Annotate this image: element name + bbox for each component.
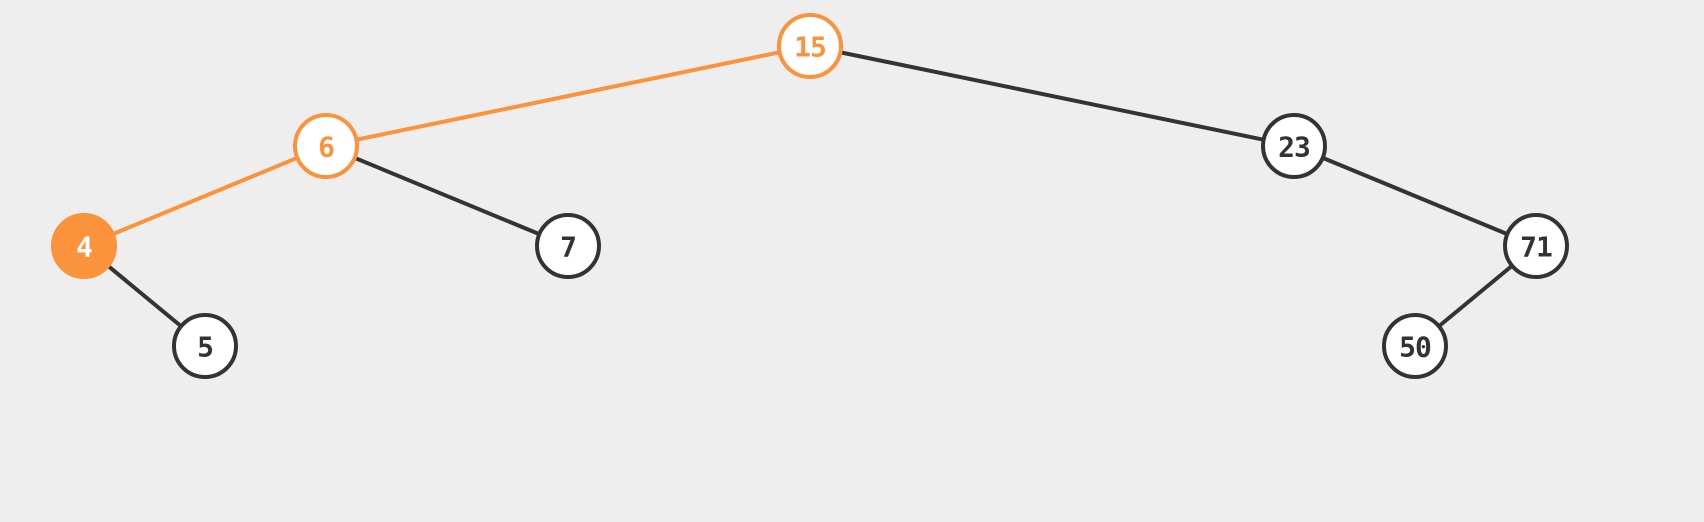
tree-node-label: 71 bbox=[1520, 231, 1552, 264]
tree-edge-15-6 bbox=[325, 44, 811, 148]
tree-node-4[interactable]: 4 bbox=[51, 213, 117, 279]
tree-edge-6-7 bbox=[325, 144, 569, 248]
tree-edge-6-4 bbox=[83, 144, 327, 248]
tree-node-5[interactable]: 5 bbox=[172, 313, 238, 379]
tree-edges bbox=[82, 44, 1538, 348]
tree-node-15[interactable]: 15 bbox=[777, 13, 843, 79]
tree-node-circle[interactable] bbox=[535, 213, 601, 279]
tree-node-23[interactable]: 23 bbox=[1261, 113, 1327, 179]
tree-node-label: 4 bbox=[76, 231, 92, 264]
tree-node-circle[interactable] bbox=[293, 113, 359, 179]
tree-node-label: 50 bbox=[1399, 331, 1431, 364]
tree-node-label: 6 bbox=[318, 131, 334, 164]
tree-node-circle[interactable] bbox=[51, 213, 117, 279]
tree-node-label: 7 bbox=[560, 231, 576, 264]
tree-nodes: 15 6 4 5 7 23 71 50 bbox=[51, 13, 1569, 379]
tree-node-6[interactable]: 6 bbox=[293, 113, 359, 179]
tree-node-circle[interactable] bbox=[1503, 213, 1569, 279]
tree-node-50[interactable]: 50 bbox=[1382, 313, 1448, 379]
tree-edge-15-23 bbox=[809, 44, 1295, 148]
tree-node-7[interactable]: 7 bbox=[535, 213, 601, 279]
tree-node-label: 5 bbox=[197, 331, 213, 364]
tree-node-circle[interactable] bbox=[777, 13, 843, 79]
tree-node-label: 23 bbox=[1278, 131, 1310, 164]
tree-edge-23-71 bbox=[1293, 144, 1537, 248]
tree-node-circle[interactable] bbox=[1382, 313, 1448, 379]
tree-node-circle[interactable] bbox=[1261, 113, 1327, 179]
tree-node-circle[interactable] bbox=[172, 313, 238, 379]
tree-node-71[interactable]: 71 bbox=[1503, 213, 1569, 279]
tree-node-label: 15 bbox=[794, 31, 826, 64]
